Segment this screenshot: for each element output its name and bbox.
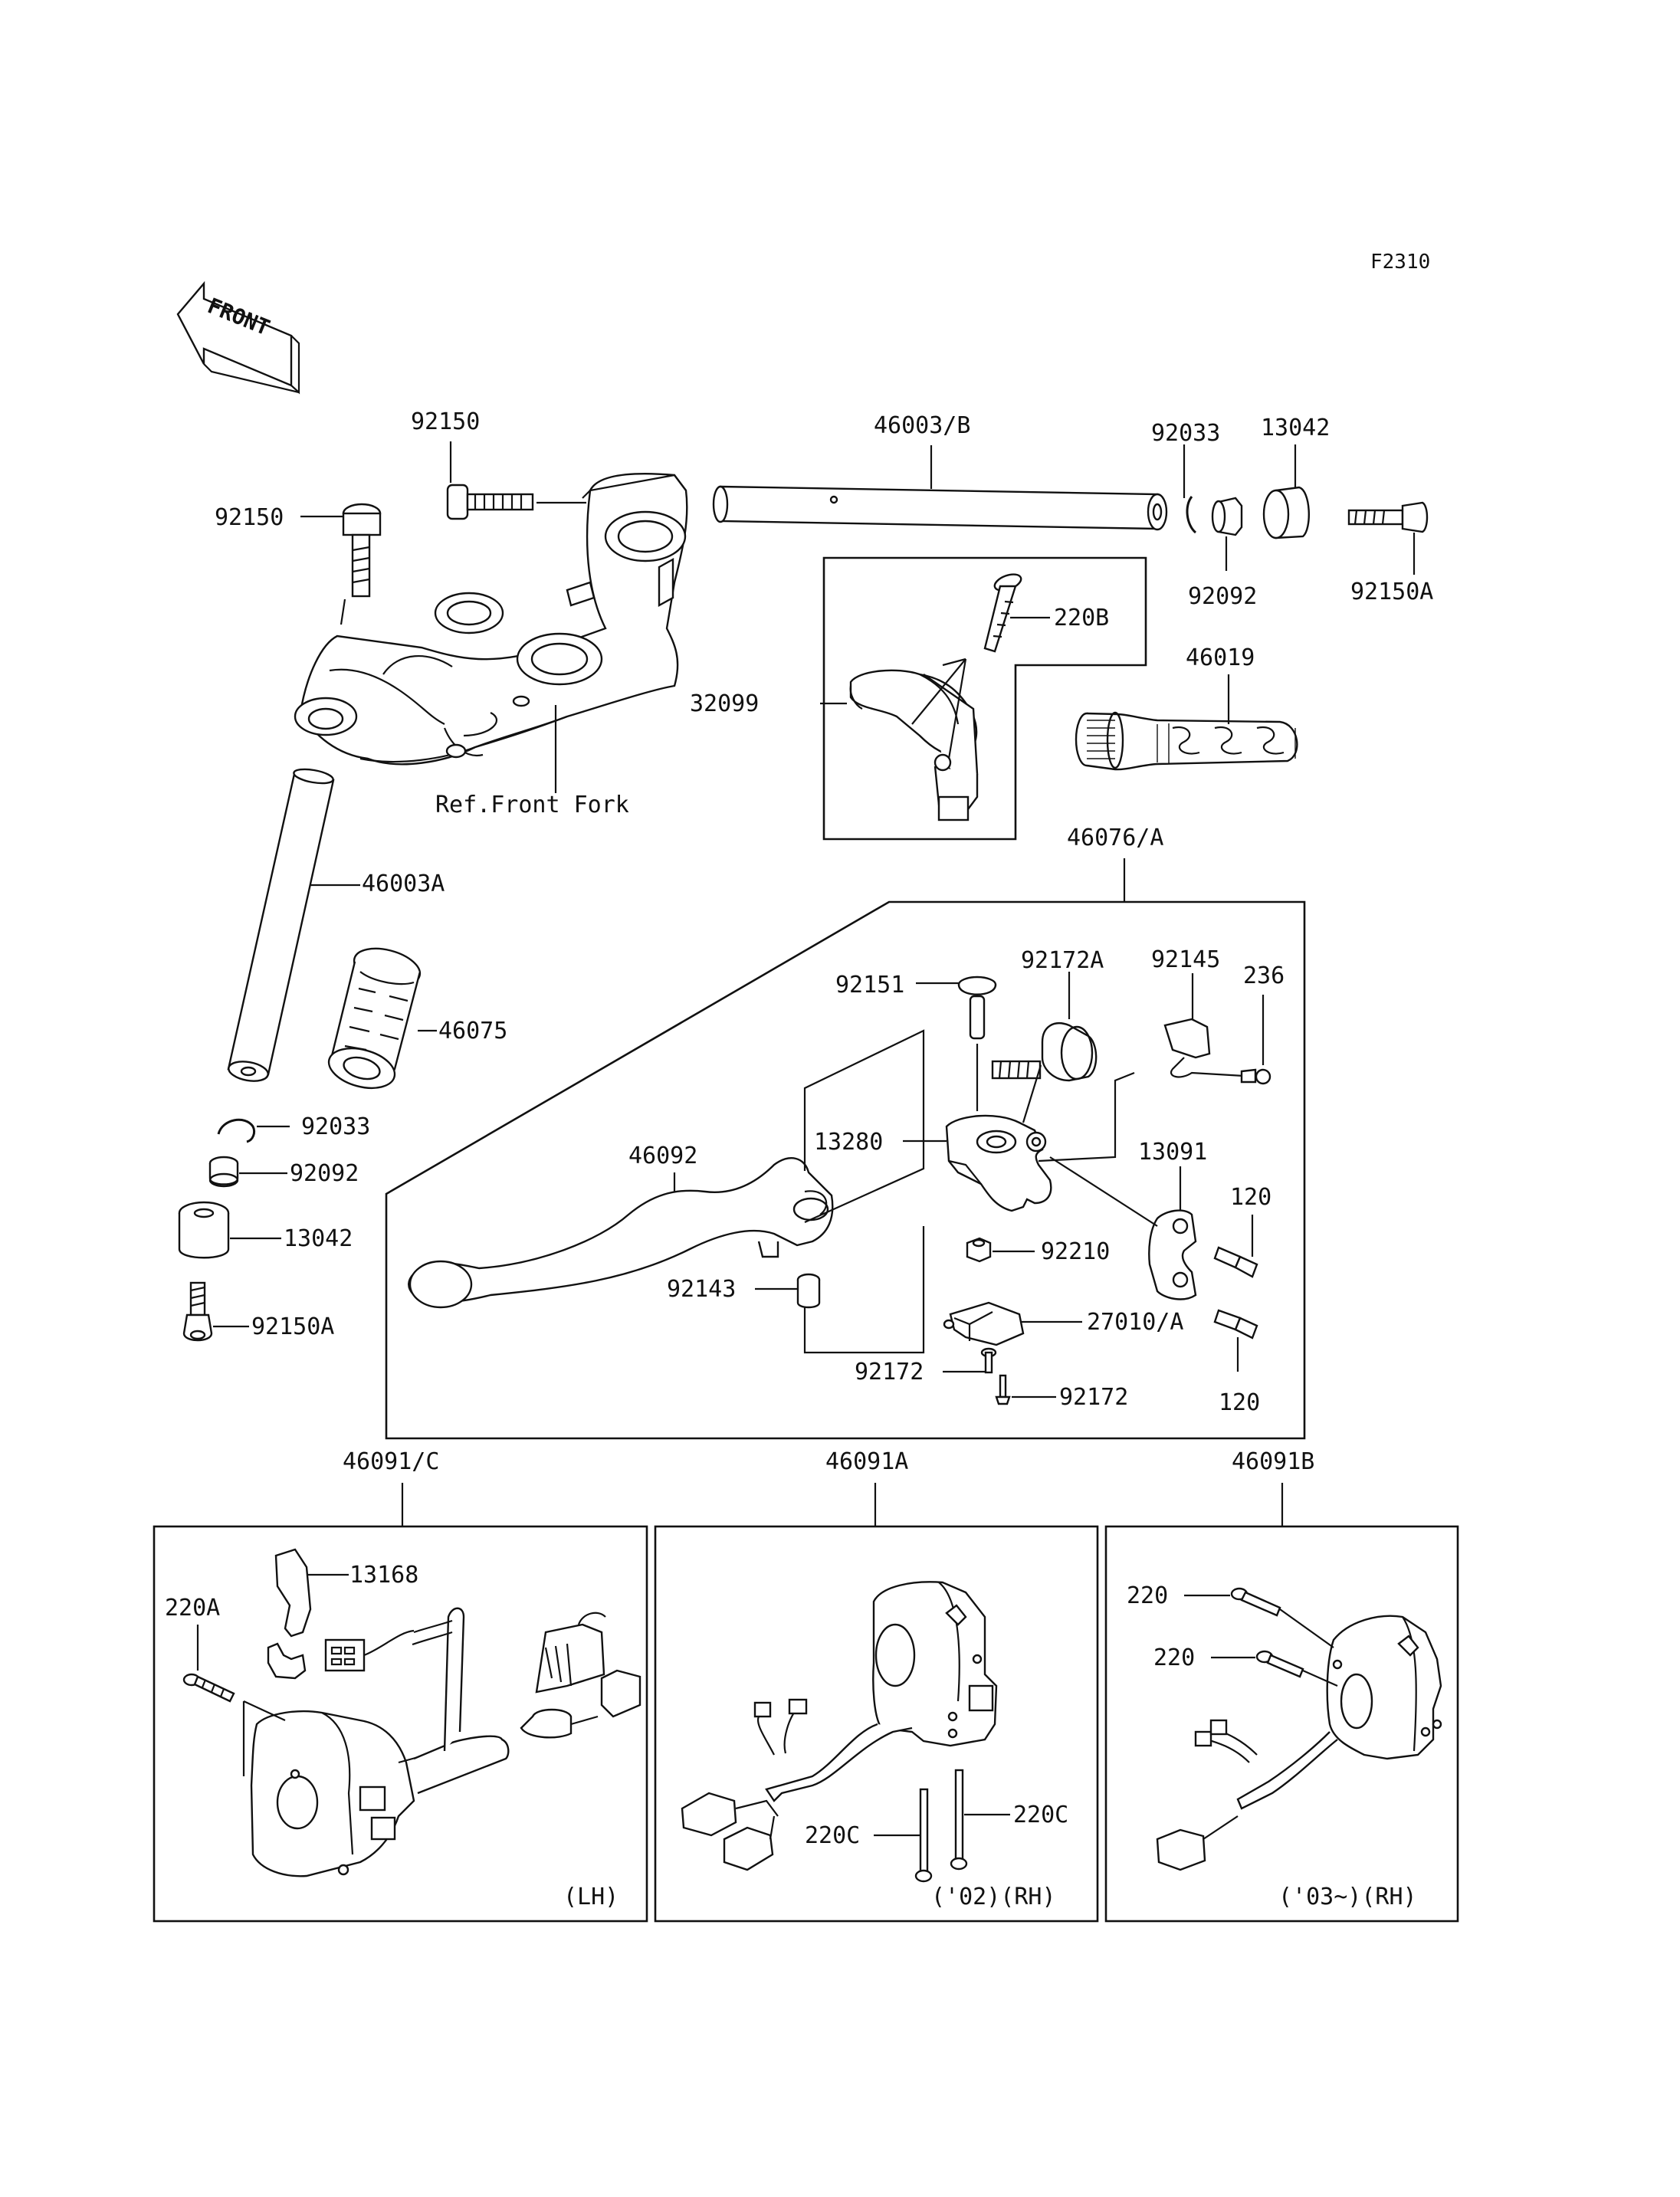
screw-92172-left [980,1347,997,1374]
screw-92172-right [995,1374,1011,1405]
handlebar-46003B [712,485,1168,531]
grip-46019 [1075,711,1298,771]
bolt-120-top [1213,1246,1258,1278]
label-46003B: 46003/B [874,412,970,439]
diagram-code: F2310 [1370,251,1430,274]
label-120-bottom: 120 [1219,1389,1260,1416]
grip-46075 [327,947,422,1090]
label-46091B: 46091B [1232,1448,1314,1475]
label-92210: 92210 [1041,1238,1110,1265]
label-46076A: 46076/A [1067,825,1163,851]
label-46003A: 46003A [362,871,445,897]
screw-220-top [1230,1587,1281,1617]
balancer-weight-13042-left [178,1201,230,1259]
label-92150A-left: 92150A [251,1313,334,1340]
label-13280: 13280 [814,1129,883,1156]
screw-220-mid [1255,1650,1304,1678]
rh03-caption: ('03~)(RH) [1278,1884,1417,1910]
label-46091C: 46091/C [343,1448,439,1475]
lh-switch-housing [250,1710,510,1877]
rh03-switch-box [1104,1525,1459,1923]
label-13168: 13168 [349,1562,418,1589]
lh-switch-wiring [412,1607,641,1752]
label-32099: 32099 [690,690,759,717]
label-220-top: 220 [1127,1582,1168,1609]
label-220-mid: 220 [1153,1644,1195,1671]
bolt-92150-left [342,503,382,598]
label-92172A: 92172A [1021,947,1104,974]
label-92172-right: 92172 [1059,1384,1128,1411]
label-92172-left: 92172 [855,1359,924,1385]
clutch-lever-46092 [408,1157,834,1309]
rh03-switch-wiring [1156,1719,1338,1871]
label-46091A: 46091A [825,1448,908,1475]
label-92143: 92143 [667,1276,736,1303]
spring-92145 [1163,1018,1258,1078]
rh02-caption: ('02)(RH) [931,1884,1056,1910]
label-92150A-top: 92150A [1350,579,1433,605]
handlebar-46003A [227,768,335,1082]
label-13042-left: 13042 [284,1225,353,1252]
upper-triple-clamp [294,473,688,766]
balancer-weight-13042-top [1262,486,1310,539]
bolt-92150A-top [1347,501,1429,533]
bolt-92150A-left [182,1281,213,1342]
rh02-switch-housing [872,1581,998,1747]
throttle-housing-32099 [849,669,979,821]
clamp-13091 [1148,1209,1197,1300]
label-120-top: 120 [1230,1184,1271,1211]
label-46019: 46019 [1186,644,1255,671]
screw-220A [182,1673,235,1703]
screw-236 [1240,1068,1271,1085]
label-92092-top: 92092 [1188,583,1257,610]
lh-caption: (LH) [563,1884,619,1910]
throttle-housing-box [822,556,1147,841]
label-92150-left: 92150 [215,504,284,531]
screw-220B [983,573,1022,653]
label-13042-top: 13042 [1261,415,1330,441]
label-92145: 92145 [1151,946,1220,973]
label-220A: 220A [165,1595,220,1622]
rubber-92092-left [208,1156,239,1188]
label-220C-left: 220C [805,1822,860,1849]
lh-switch-box [153,1525,648,1923]
label-46075: 46075 [438,1018,507,1044]
label-ref-front-fork: Ref.Front Fork [435,792,629,818]
label-92033-top: 92033 [1151,420,1220,447]
rubber-92092-top [1211,497,1243,536]
label-92092-left: 92092 [290,1160,359,1187]
label-92033-left: 92033 [301,1113,370,1140]
switch-27010A [943,1301,1025,1346]
label-46092: 46092 [628,1143,697,1169]
pin-92151 [957,976,997,1040]
label-220B: 220B [1054,605,1109,631]
front-arrow-icon: FRONT [176,280,300,395]
rh03-switch-housing [1326,1615,1442,1760]
circlip-92033-left [217,1118,256,1143]
clutch-assembly-box [385,900,1306,1440]
nut-92210 [966,1237,992,1263]
rh02-switch-box [654,1525,1099,1923]
adjuster-92172A [991,1022,1098,1082]
label-220C-right: 220C [1013,1802,1068,1828]
label-13091: 13091 [1138,1139,1207,1166]
bolt-92150-top [446,484,534,520]
rh02-switch-wiring [681,1698,913,1871]
collar-92143 [796,1273,821,1309]
label-236: 236 [1243,962,1285,989]
lever-holder-13280 [945,1114,1052,1212]
connector-13168 [267,1548,415,1680]
bolt-120-bottom [1213,1309,1258,1340]
circlip-92033-top [1186,496,1197,534]
screws-220C [914,1769,968,1883]
label-27010A: 27010/A [1087,1309,1183,1336]
label-92151: 92151 [835,972,904,998]
label-92150-top: 92150 [411,408,480,435]
